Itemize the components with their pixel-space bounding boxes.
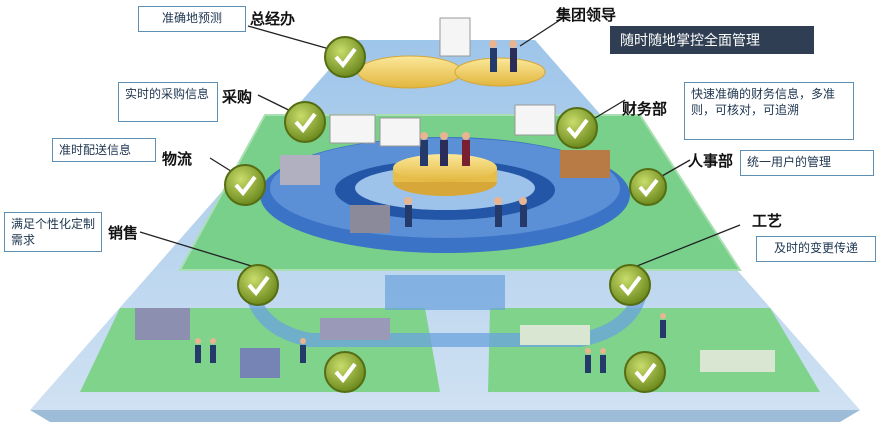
callout-personalized: 满足个性化定制需求	[4, 212, 102, 252]
top-right-platform	[454, 57, 546, 87]
check-badge-icon	[324, 351, 366, 393]
label-process: 工艺	[752, 212, 783, 230]
callout-delivery: 准时配送信息	[52, 138, 156, 162]
check-badge-icon	[629, 168, 667, 206]
pyramid-shadow	[30, 410, 860, 422]
people-figures	[195, 40, 666, 373]
check-badge-icon	[609, 264, 651, 306]
work-stations	[280, 17, 610, 233]
label-sales: 销售	[108, 224, 139, 242]
slogan-banner: 随时随地掌控全面管理	[610, 26, 814, 54]
callout-unified-users: 统一用户的管理	[740, 150, 874, 176]
top-left-platform	[357, 55, 463, 89]
label-finance: 财务部	[622, 100, 668, 118]
callout-finance-info: 快速准确的财务信息，多准则，可核对，可追溯	[684, 82, 854, 140]
label-logistics: 物流	[162, 150, 193, 168]
center-platform-top	[393, 154, 497, 182]
check-badge-icon	[556, 107, 598, 149]
check-badge-icon	[284, 101, 326, 143]
callout-timely-change: 及时的变更传递	[756, 236, 876, 262]
label-hr: 人事部	[688, 152, 734, 170]
callout-realtime-purchase: 实时的采购信息	[118, 82, 218, 122]
check-badge-icon	[224, 164, 266, 206]
label-general-manager: 总经办	[250, 10, 296, 28]
label-group-leader: 集团领导	[556, 6, 617, 24]
center-channel	[385, 275, 505, 310]
check-badge-icon	[624, 351, 666, 393]
check-badges	[224, 36, 667, 393]
check-badge-icon	[324, 36, 366, 78]
buildings	[135, 308, 775, 378]
callout-forecast: 准确地预测	[138, 6, 246, 32]
label-purchasing: 采购	[222, 88, 253, 106]
check-badge-icon	[237, 264, 279, 306]
